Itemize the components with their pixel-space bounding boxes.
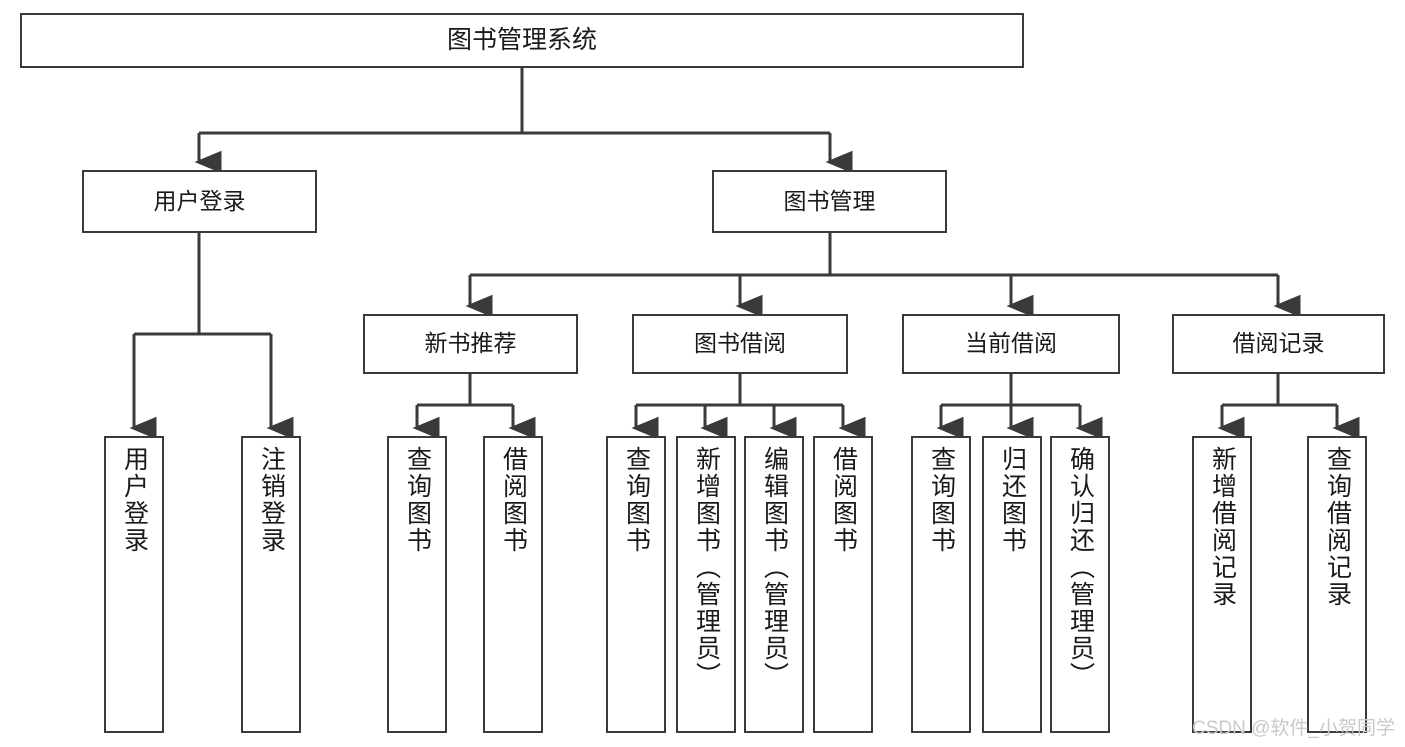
leaf-edit-book-admin[interactable]: 编辑图书（管理员） <box>744 436 804 733</box>
node-book-management[interactable]: 图书管理 <box>712 170 947 233</box>
leaf-logout[interactable]: 注销登录 <box>241 436 301 733</box>
node-current-borrow[interactable]: 当前借阅 <box>902 314 1120 374</box>
leaf-user-login[interactable]: 用户登录 <box>104 436 164 733</box>
leaf-borrow-books-recommend[interactable]: 借阅图书 <box>483 436 543 733</box>
leaf-query-books-recommend[interactable]: 查询图书 <box>387 436 447 733</box>
node-label: 新增借阅记录 <box>1208 446 1237 608</box>
leaf-add-book-admin[interactable]: 新增图书（管理员） <box>676 436 736 733</box>
leaf-add-borrow-record[interactable]: 新增借阅记录 <box>1192 436 1252 733</box>
leaf-return-books[interactable]: 归还图书 <box>982 436 1042 733</box>
node-user-login[interactable]: 用户登录 <box>82 170 317 233</box>
node-book-borrow[interactable]: 图书借阅 <box>632 314 848 374</box>
node-label: 图书管理 <box>783 187 876 214</box>
leaf-confirm-return-admin[interactable]: 确认归还（管理员） <box>1050 436 1110 733</box>
node-label: 当前借阅 <box>965 330 1057 357</box>
node-label: 查询图书 <box>403 446 432 554</box>
node-root-book-management-system[interactable]: 图书管理系统 <box>20 13 1024 68</box>
leaf-query-books-borrow[interactable]: 查询图书 <box>606 436 666 733</box>
leaf-query-borrow-record[interactable]: 查询借阅记录 <box>1307 436 1367 733</box>
node-borrow-record[interactable]: 借阅记录 <box>1172 314 1385 374</box>
leaf-borrow-books[interactable]: 借阅图书 <box>813 436 873 733</box>
node-label: 查询图书 <box>622 446 651 554</box>
node-label: 注销登录 <box>257 446 286 554</box>
node-label: 用户登录 <box>153 187 246 214</box>
node-label: 图书借阅 <box>694 330 786 357</box>
watermark-text: CSDN @软件_小贺同学 <box>1192 718 1395 739</box>
node-label: 借阅图书 <box>499 446 528 554</box>
node-label: 编辑图书（管理员） <box>760 446 789 689</box>
node-label: 新书推荐 <box>424 330 517 357</box>
node-label: 查询借阅记录 <box>1323 446 1352 608</box>
node-label: 新增图书（管理员） <box>692 446 721 689</box>
node-label: 借阅记录 <box>1232 330 1325 357</box>
node-label: 图书管理系统 <box>446 25 597 54</box>
node-label: 确认归还（管理员） <box>1066 446 1095 689</box>
node-new-book-recommendation[interactable]: 新书推荐 <box>363 314 578 374</box>
node-label: 借阅图书 <box>829 446 858 554</box>
node-label: 归还图书 <box>998 446 1027 554</box>
node-label: 用户登录 <box>120 446 149 554</box>
leaf-query-books-current[interactable]: 查询图书 <box>911 436 971 733</box>
node-label: 查询图书 <box>927 446 956 554</box>
